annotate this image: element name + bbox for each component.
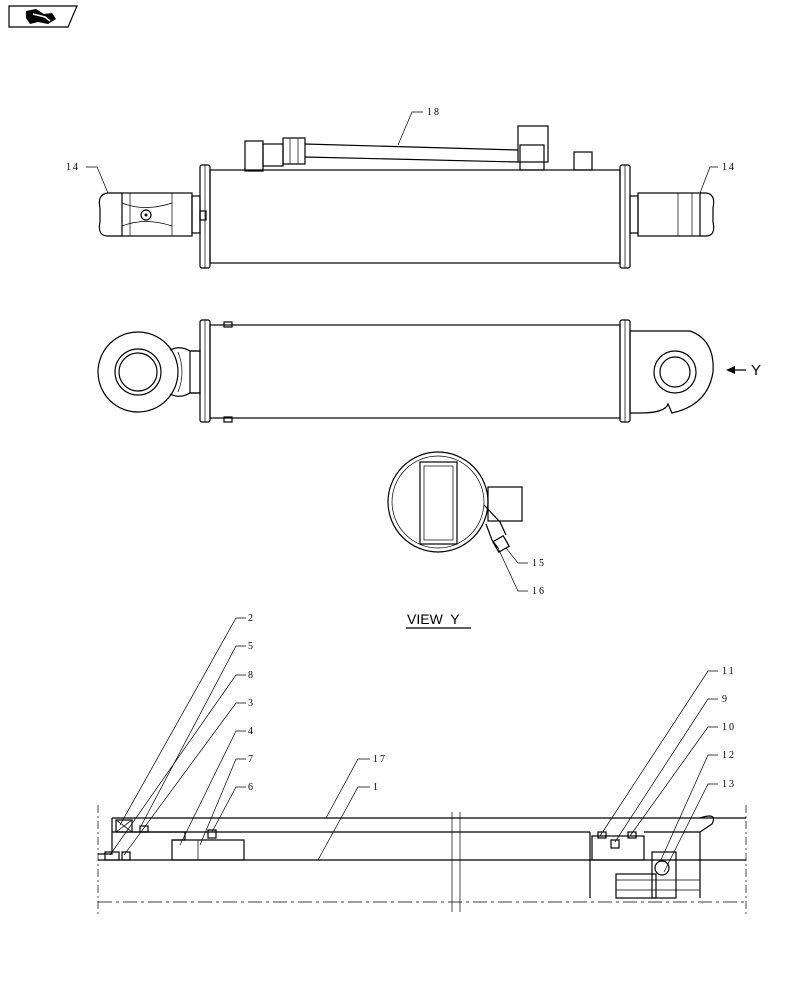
svg-text:4: 4 xyxy=(248,726,255,737)
callout-14-left[interactable]: 14 xyxy=(66,162,109,194)
svg-text:9: 9 xyxy=(722,694,729,705)
svg-text:16: 16 xyxy=(532,586,546,597)
callout-9[interactable]: 9 xyxy=(614,694,729,843)
cross-section-view xyxy=(97,805,747,915)
view-y-label: VIEW Y xyxy=(406,611,471,629)
callout-4[interactable]: 4 xyxy=(179,726,255,846)
svg-text:14: 14 xyxy=(66,162,80,173)
svg-text:7: 7 xyxy=(248,754,255,765)
svg-text:VIEW Y: VIEW Y xyxy=(407,611,460,627)
svg-text:5: 5 xyxy=(248,641,255,652)
svg-text:17: 17 xyxy=(373,754,387,765)
callout-12[interactable]: 12 xyxy=(659,750,736,863)
svg-text:6: 6 xyxy=(248,782,255,793)
callout-10[interactable]: 10 xyxy=(629,722,736,837)
svg-text:18: 18 xyxy=(427,107,441,118)
cylinder-middle-view xyxy=(97,319,714,423)
cylinder-top-view xyxy=(98,125,715,269)
callout-16[interactable]: 16 xyxy=(497,547,546,597)
callout-5[interactable]: 5 xyxy=(139,641,255,829)
svg-text:1: 1 xyxy=(373,782,380,793)
svg-text:12: 12 xyxy=(722,750,736,761)
svg-text:14: 14 xyxy=(722,162,736,173)
end-view-y xyxy=(387,451,523,554)
callout-8[interactable]: 8 xyxy=(109,670,255,856)
svg-text:Y: Y xyxy=(751,362,761,379)
back-button[interactable] xyxy=(8,5,78,28)
callout-3[interactable]: 3 xyxy=(123,698,255,856)
callout-13[interactable]: 13 xyxy=(663,779,736,873)
svg-text:11: 11 xyxy=(722,666,736,677)
svg-text:10: 10 xyxy=(722,722,736,733)
svg-text:13: 13 xyxy=(722,779,736,790)
callout-2[interactable]: 2 xyxy=(119,613,255,826)
callout-7[interactable]: 7 xyxy=(199,754,255,846)
callout-18[interactable]: 18 xyxy=(397,107,441,146)
callout-11[interactable]: 11 xyxy=(599,666,736,837)
callout-15[interactable]: 15 xyxy=(505,547,546,569)
svg-text:15: 15 xyxy=(532,558,546,569)
callout-17[interactable]: 17 xyxy=(325,754,387,819)
svg-text:2: 2 xyxy=(248,613,255,624)
back-arrow-icon xyxy=(26,9,56,24)
callout-6[interactable]: 6 xyxy=(211,782,255,833)
callout-14-right[interactable]: 14 xyxy=(699,162,736,194)
callout-1[interactable]: 1 xyxy=(317,782,380,861)
svg-text:8: 8 xyxy=(248,670,255,681)
view-y-marker: Y xyxy=(726,362,761,379)
svg-text:3: 3 xyxy=(248,698,255,709)
